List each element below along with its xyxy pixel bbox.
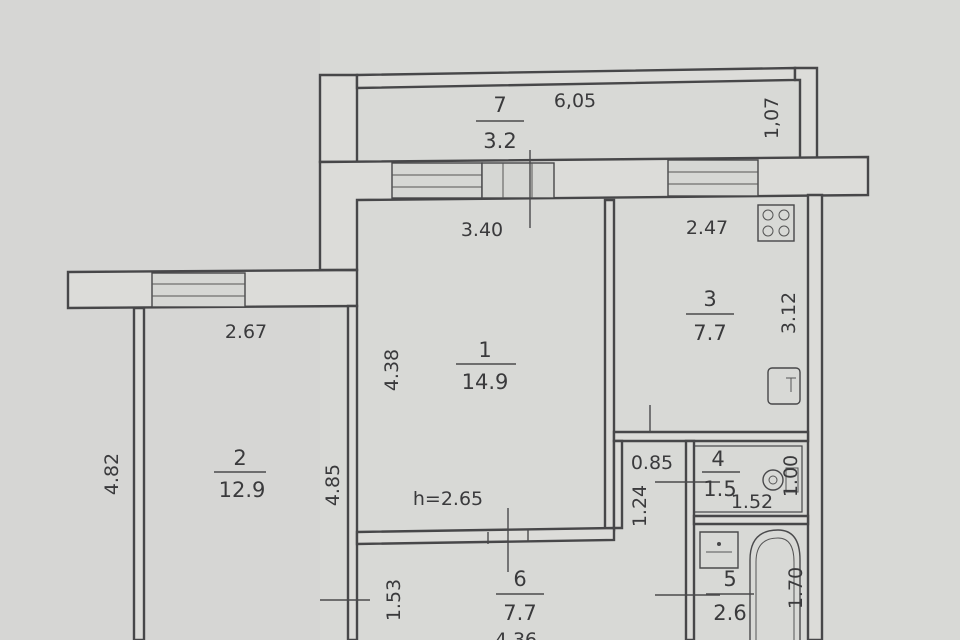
wall-toilet-left <box>684 439 696 640</box>
room-6-side: 1.24 <box>629 485 651 527</box>
room-5-depth: 1.70 <box>785 567 807 609</box>
toilet-icon <box>693 445 803 513</box>
room-3-area: 7.7 <box>693 321 726 345</box>
window-room-1 <box>391 162 555 199</box>
room-4-gap: 0.85 <box>631 452 673 474</box>
doorways <box>320 150 720 601</box>
room-5-area: 2.6 <box>713 601 746 625</box>
room-6-area: 7.7 <box>503 601 536 625</box>
room-4-area: 1.5 <box>703 477 736 501</box>
room-3-number: 3 <box>703 287 716 311</box>
room-4-number: 4 <box>711 447 724 471</box>
room-4-width: 1.52 <box>731 491 773 513</box>
room-3-depth: 3.12 <box>778 292 800 334</box>
room-2-number: 2 <box>233 446 246 470</box>
room-1-number: 1 <box>478 338 491 362</box>
room-7-width: 6,05 <box>554 90 596 112</box>
outer-wall-right <box>806 193 824 640</box>
room-2-depth: 4.85 <box>322 464 344 506</box>
room-7-number: 7 <box>493 93 506 117</box>
room-2-area: 12.9 <box>219 478 266 502</box>
outer-wall-left <box>132 306 146 640</box>
room-1-height: h=2.65 <box>413 488 483 510</box>
room-3: 2.47 3 7.7 3.12 <box>686 217 800 345</box>
wall-2-1 <box>346 304 359 640</box>
room-2: 2.67 2 12.9 4.85 4.82 <box>101 321 344 506</box>
room-3-width: 2.47 <box>686 217 728 239</box>
room-6-width: 4.36 <box>495 629 537 640</box>
room-1-area: 14.9 <box>462 370 509 394</box>
window-room-3 <box>667 159 759 197</box>
room-4-depth: 1.00 <box>780 455 802 497</box>
room-5: 5 2.6 1.70 <box>706 567 807 625</box>
room-6-depth: 1.53 <box>383 579 405 621</box>
room-1-width: 3.40 <box>461 219 503 241</box>
room-1: 3.40 4.38 1 14.9 h=2.65 <box>381 219 516 510</box>
balcony-wall-left <box>318 73 359 164</box>
room-1-depth: 4.38 <box>381 349 403 391</box>
room-5-number: 5 <box>723 567 736 591</box>
wall-toilet-bottom <box>692 514 810 526</box>
room-6-number: 6 <box>513 567 526 591</box>
wall-1-3 <box>603 198 616 532</box>
wall-3-4 <box>612 430 810 443</box>
stove-icon <box>757 204 795 242</box>
washbasin-icon <box>699 531 739 569</box>
room-4: 0.85 4 1.5 1.52 1.00 <box>631 447 802 513</box>
sink-icon <box>767 367 801 405</box>
bathtub-icon <box>749 529 801 640</box>
room-2-outer-depth: 4.82 <box>101 453 123 495</box>
wall-1-6 <box>355 526 616 546</box>
window-room-2 <box>151 272 246 308</box>
room-6: 1.24 6 7.7 1.53 4.36 <box>383 485 651 640</box>
room-2-width: 2.67 <box>225 321 267 343</box>
wall-corridor <box>612 439 624 530</box>
windows <box>151 159 759 308</box>
room-7-depth: 1,07 <box>761 97 783 139</box>
room-7-area: 3.2 <box>483 129 516 153</box>
room-7: 7 3.2 6,05 1,07 <box>476 90 783 153</box>
